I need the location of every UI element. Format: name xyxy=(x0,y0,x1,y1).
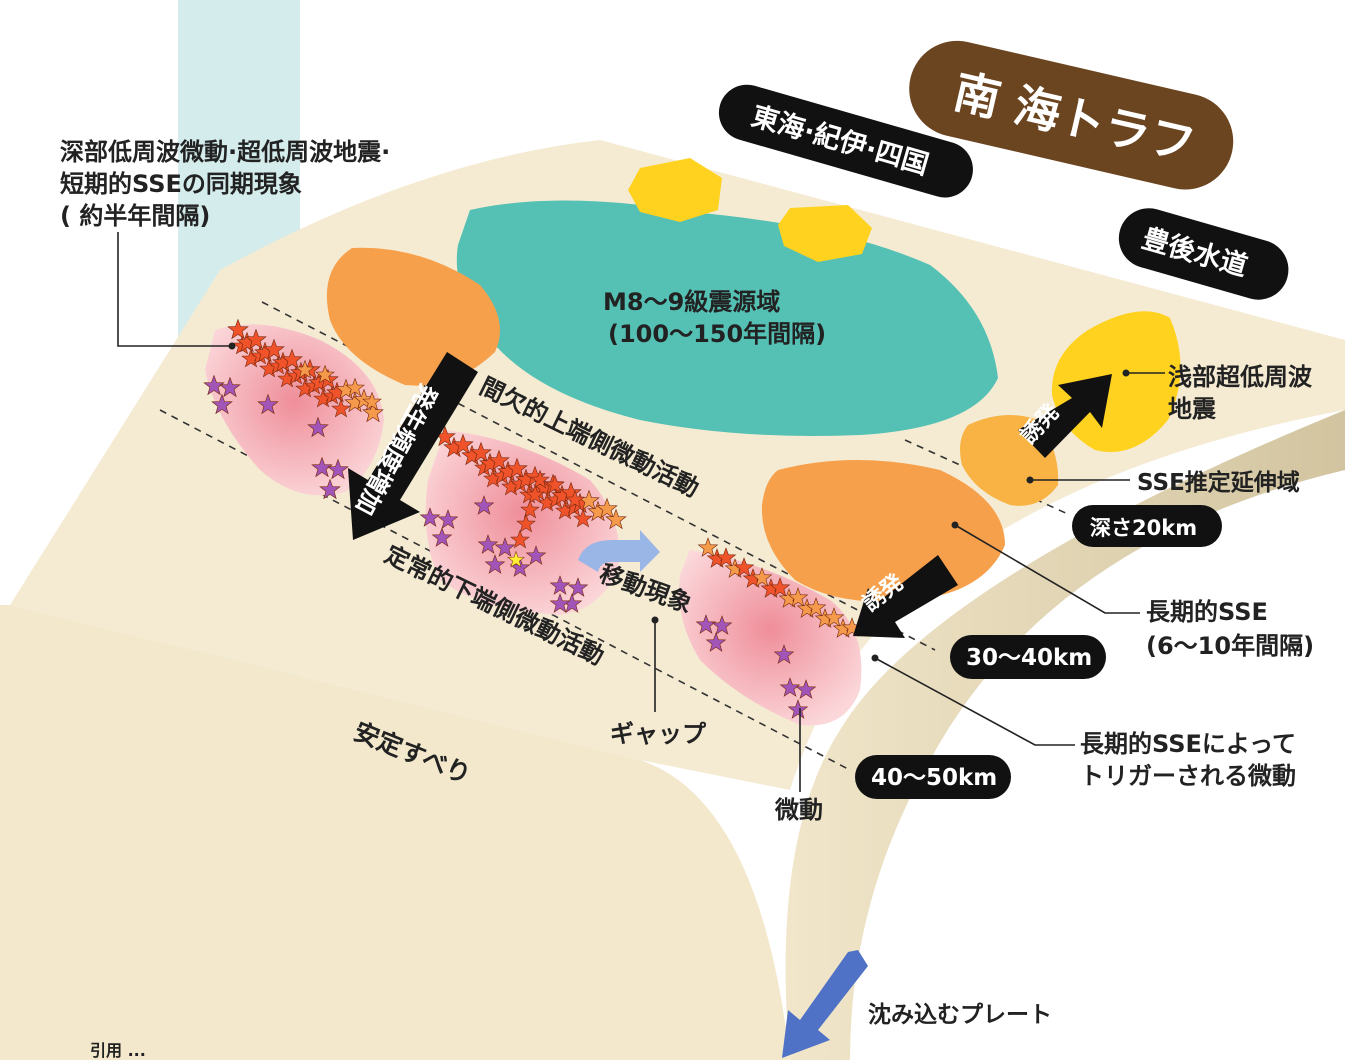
long-sse-line-1: 長期的SSE xyxy=(1146,598,1268,626)
leader-shallow-vlf-dot xyxy=(1122,369,1130,377)
tremor-zone-east xyxy=(679,550,862,726)
depth-30-40km-pill: 30～40km xyxy=(950,635,1106,679)
subducting-plate-arrow xyxy=(782,950,868,1058)
contour-20km xyxy=(904,439,1071,516)
triggered-line-1: 長期的SSEによって xyxy=(1080,730,1296,758)
depth-30-40km-label: 30～40km xyxy=(966,645,1092,671)
depth-40-50km-pill: 40～50km xyxy=(855,755,1011,799)
gap-label: ギャップ xyxy=(610,720,707,748)
leader-sync-dot xyxy=(228,342,236,350)
leader-gap-dot xyxy=(651,616,659,624)
shallow-vlf-line-1: 浅部超低周波 xyxy=(1168,363,1313,391)
tremor-label: 微動 xyxy=(774,796,823,824)
leader-sse-ext-dot xyxy=(1026,476,1034,484)
leader-triggered-dot xyxy=(871,654,879,662)
leader-sync xyxy=(117,232,230,347)
megaquake-zone xyxy=(456,200,998,436)
subducting-plate-label: 沈み込むプレート xyxy=(868,1002,1052,1028)
plate-front-face xyxy=(0,605,790,1060)
depth-40-50km-label: 40～50km xyxy=(871,765,997,791)
sync-line-2: 短期的SSEの同期現象 xyxy=(60,170,302,198)
yellow-patch-upper-left xyxy=(628,158,722,222)
bottom-text: 引用 ... xyxy=(90,1041,146,1060)
contour-30-40km xyxy=(261,301,936,651)
megaquake-line-1: M8～9級震源域 xyxy=(603,288,780,316)
sync-line-3: ( 約半年間隔) xyxy=(60,202,210,230)
long-sse-line-2: (6～10年間隔) xyxy=(1146,632,1314,660)
megaquake-line-2: (100～150年間隔) xyxy=(608,320,826,348)
leader-long-sse-dot xyxy=(951,521,959,529)
sse-extension-label: SSE推定延伸域 xyxy=(1137,469,1300,496)
shallow-vlf-line-2: 地震 xyxy=(1168,395,1217,423)
migration-arrow xyxy=(578,530,660,572)
triggered-line-2: トリガーされる微動 xyxy=(1080,762,1296,790)
orange-sse-left xyxy=(326,247,500,386)
title-pill: 南 海トラフ xyxy=(909,40,1234,190)
depth-20km-pill: 深さ20km xyxy=(1072,505,1222,547)
leader-long-sse xyxy=(954,524,1140,614)
yellow-patch-upper-right xyxy=(778,205,872,262)
tremor-zone-west xyxy=(205,324,384,496)
depth-20km-label: 深さ20km xyxy=(1090,516,1197,540)
leader-triggered xyxy=(874,657,1075,746)
sync-line-1: 深部低周波微動·超低周波地震· xyxy=(60,138,390,166)
